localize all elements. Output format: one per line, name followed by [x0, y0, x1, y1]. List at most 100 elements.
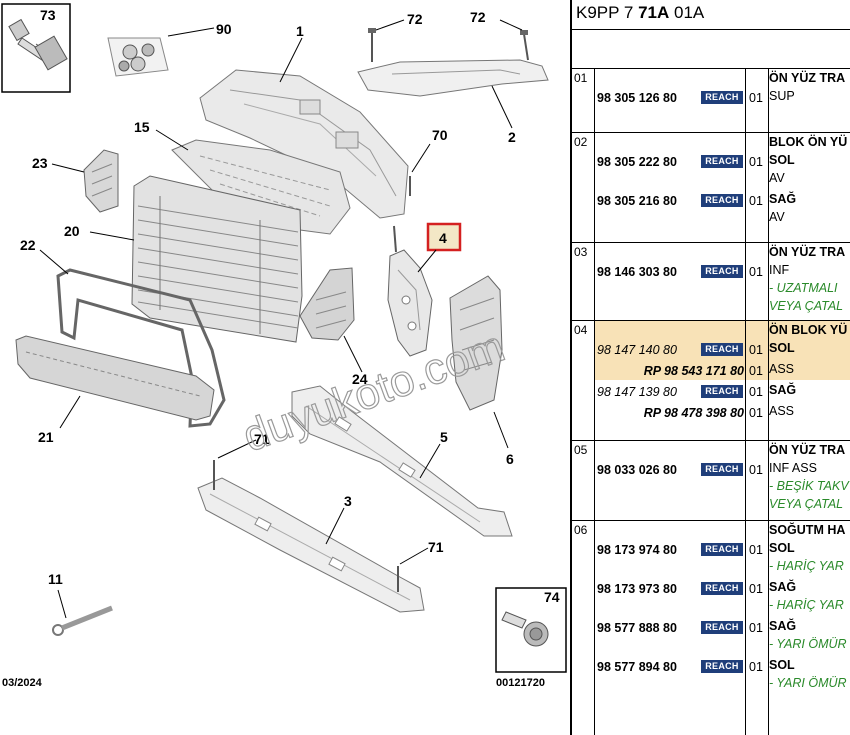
part-description: AV — [769, 210, 785, 224]
callout-71-left: 71 — [254, 431, 270, 447]
callout-73: 73 — [40, 7, 56, 23]
callout-72-right: 72 — [470, 9, 486, 25]
quantity: 01 — [749, 194, 763, 208]
part-description: SOL — [769, 658, 795, 672]
part-description: AV — [769, 171, 785, 185]
group-number: 04 — [574, 323, 588, 337]
quantity: 01 — [749, 463, 763, 477]
part-row[interactable]: 98 305 216 80 REACH 01 — [572, 194, 850, 212]
quantity: 01 — [749, 621, 763, 635]
part-3-lower-reinforcement: 3 — [197, 477, 425, 613]
part-6-right-air-guide: 6 — [449, 275, 514, 467]
reach-badge: REACH — [701, 385, 743, 398]
part-description: VEYA ÇATAL — [769, 299, 844, 313]
header-suffix: 01A — [669, 3, 705, 22]
callout-6: 6 — [506, 451, 514, 467]
quantity: 01 — [749, 155, 763, 169]
part-number[interactable]: 98 305 126 80 — [597, 91, 677, 105]
part-90-clip-kit: 90 — [107, 21, 232, 77]
part-description: - HARİÇ YAR — [769, 559, 844, 573]
column-divider — [745, 521, 746, 735]
part-number[interactable]: 98 146 303 80 — [597, 265, 677, 279]
group-number: 05 — [574, 443, 588, 457]
column-divider — [768, 521, 769, 735]
quantity: 01 — [749, 91, 763, 105]
reach-badge: REACH — [701, 621, 743, 634]
header-bold: 71A — [638, 3, 670, 22]
callout-72-left: 72 — [407, 11, 423, 27]
part-description: INF ASS — [769, 461, 817, 475]
part-70-screw: 70 — [409, 127, 448, 196]
part-row[interactable]: 98 173 974 80 REACH 01 — [572, 543, 850, 561]
column-divider — [594, 321, 595, 440]
part-description: INF — [769, 263, 790, 277]
reach-badge: REACH — [701, 155, 743, 168]
reach-badge: REACH — [701, 265, 743, 278]
replacement-part-number[interactable]: RP 98 543 171 80 — [643, 364, 744, 378]
part-74-bolt-inset: 74 — [495, 587, 567, 673]
part-description: - BEŞİK TAKV — [769, 479, 849, 493]
part-number[interactable]: 98 147 139 80 — [597, 385, 677, 399]
part-number[interactable]: 98 305 216 80 — [597, 194, 677, 208]
column-divider — [768, 321, 769, 440]
reach-badge: REACH — [701, 543, 743, 556]
reach-badge: REACH — [701, 343, 743, 356]
part-description: - UZATMALI — [769, 281, 838, 295]
column-divider — [745, 441, 746, 520]
callout-22: 22 — [20, 237, 36, 253]
part-row[interactable]: 98 305 222 80 REACH 01 — [572, 155, 850, 173]
column-divider — [594, 243, 595, 320]
part-description: ASS — [769, 362, 795, 376]
part-23-left-seal: 23 — [32, 149, 119, 213]
part-description: - YARI ÖMÜR — [769, 676, 847, 690]
replacement-part-number[interactable]: RP 98 478 398 80 — [643, 406, 744, 420]
part-5-lower-crossmember: 5 — [291, 385, 513, 537]
part-73-bolt-inset: 73 — [1, 3, 71, 93]
callout-74: 74 — [544, 589, 560, 605]
part-description: ÖN YÜZ TRA — [769, 245, 846, 259]
reach-badge: REACH — [701, 194, 743, 207]
part-number[interactable]: 98 033 026 80 — [597, 463, 677, 477]
part-number[interactable]: 98 147 140 80 — [597, 343, 677, 357]
quantity: 01 — [749, 385, 763, 399]
part-2-upper-bracket: 2 — [357, 59, 549, 145]
part-description: SAĞ — [769, 192, 797, 206]
part-number[interactable]: 98 577 894 80 — [597, 660, 677, 674]
column-divider — [594, 69, 595, 132]
header-prefix: K9PP 7 — [576, 3, 639, 22]
part-number[interactable]: 98 173 974 80 — [597, 543, 677, 557]
reach-badge: REACH — [701, 582, 743, 595]
part-number[interactable]: 98 305 222 80 — [597, 155, 677, 169]
part-row[interactable]: 98 147 139 80 REACH 01 — [572, 385, 850, 403]
column-divider — [745, 69, 746, 132]
group-number: 06 — [574, 523, 588, 537]
part-number[interactable]: 98 173 973 80 — [597, 582, 677, 596]
part-description: - HARİÇ YAR — [769, 598, 844, 612]
part-number[interactable]: 98 577 888 80 — [597, 621, 677, 635]
part-description: ÖN YÜZ TRA — [769, 443, 846, 457]
column-divider — [768, 441, 769, 520]
part-row[interactable]: 98 577 888 80 REACH 01 — [572, 621, 850, 639]
part-20-active-grille-shutter: 20 — [64, 175, 303, 343]
part-description: - YARI ÖMÜR — [769, 637, 847, 651]
column-divider — [768, 243, 769, 320]
callout-24: 24 — [352, 371, 368, 387]
exploded-parts-diagram: 73 90 72 72 2 1 — [1, 3, 567, 689]
quantity: 01 — [749, 543, 763, 557]
panel-subheader — [572, 30, 850, 69]
part-72-screws: 72 72 — [368, 9, 529, 62]
